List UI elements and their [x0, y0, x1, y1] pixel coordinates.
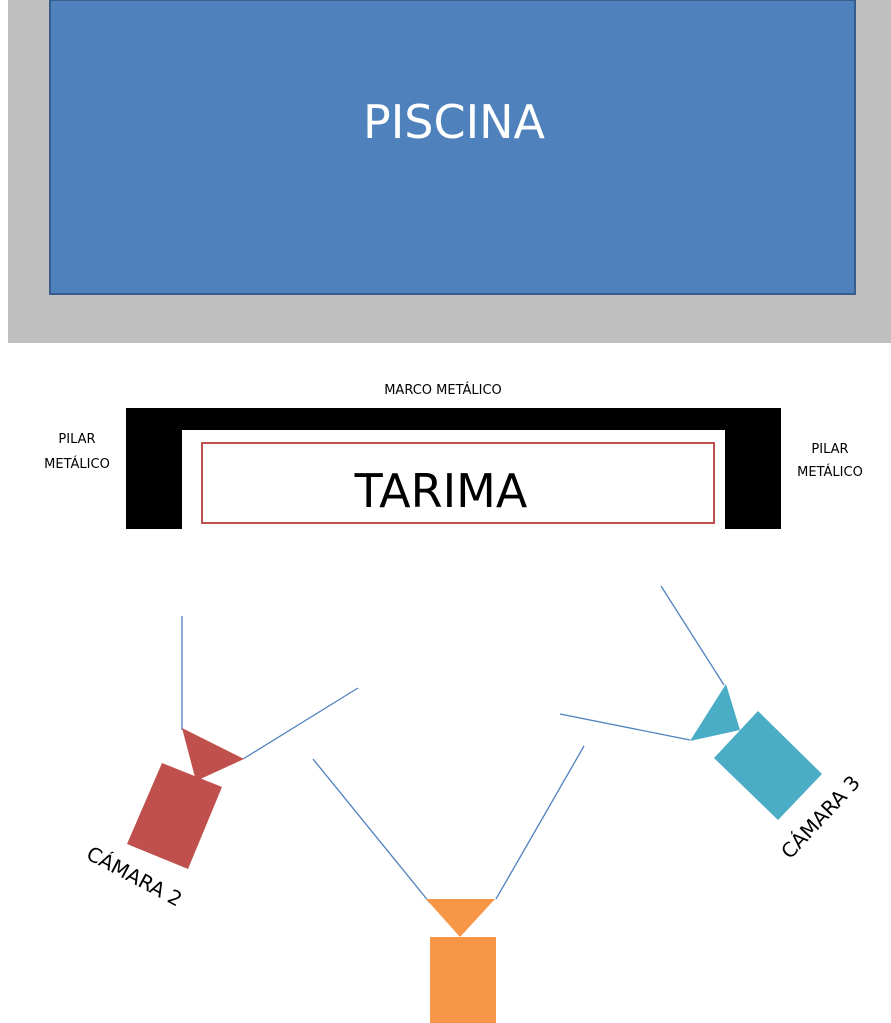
pillar-right-label-line1: PILAR [811, 442, 848, 457]
camera-1-view-line-right [495, 745, 585, 900]
camera-3-lens [690, 684, 740, 741]
stage-platform [201, 442, 715, 524]
pillar-left-label-line1: PILAR [58, 432, 95, 447]
metal-pillar-left [126, 408, 182, 529]
camera-2-lens [182, 728, 244, 781]
camera-3 [690, 684, 822, 820]
camera-2-body [127, 763, 222, 869]
camera-1-lens [426, 899, 495, 937]
frame-label: MARCO METÁLICO [384, 382, 502, 398]
camera-2 [127, 728, 244, 869]
view-lines [181, 585, 725, 904]
camera-1 [426, 899, 496, 1023]
pool-label: PISCINA [363, 95, 546, 149]
pool [49, 0, 856, 295]
metal-pillar-right [725, 408, 781, 529]
pillar-right-label-line2: METÁLICO [797, 464, 863, 480]
metal-frame-top [126, 408, 781, 430]
camera-3-view-line-left [559, 713, 691, 741]
camera-2-view-line-right [242, 687, 359, 760]
stage-label: TARIMA [354, 464, 528, 518]
camera-3-view-line-top [660, 585, 725, 686]
pillar-left-label-line2: METÁLICO [44, 456, 110, 472]
camera-1-view-line-left [312, 758, 431, 904]
camera-3-body [714, 711, 822, 820]
camera-1-body [430, 937, 496, 1023]
